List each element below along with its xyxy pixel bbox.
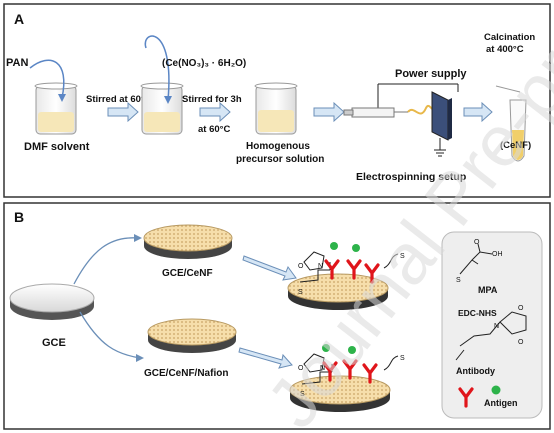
legend-edc-structure <box>455 311 527 361</box>
legend-antibody-label: Antibody <box>456 366 495 376</box>
cenf-label: (CeNF) <box>500 140 531 151</box>
homog-line2: precursor solution <box>236 154 324 165</box>
branch-arrow-up-head <box>134 234 142 242</box>
mol-o-1: O <box>298 263 304 270</box>
cerium-salt-label: (Ce(NO₃)₃ · 6H₂O) <box>162 58 246 69</box>
calcination-line1: Calcination <box>484 32 535 43</box>
flow-arrow-4 <box>463 101 493 123</box>
branch-arrow-down-head <box>136 354 144 362</box>
legend-o-ring2: O <box>518 339 524 346</box>
mol-s-1: S <box>298 289 303 296</box>
mol-s-2: S <box>400 253 405 260</box>
electrospinning-setup <box>343 83 459 157</box>
mol-o-2: O <box>298 365 304 372</box>
power-supply-label: Power supply <box>395 68 467 80</box>
legend-antigen-label: Antigen <box>484 398 518 408</box>
legend-o-top: O <box>474 239 480 246</box>
pan-pour-arrow <box>29 59 65 99</box>
calcination-line2: at 400°C <box>486 44 524 55</box>
branch-arrow-up <box>73 237 139 285</box>
mol-n-1: N <box>318 263 323 270</box>
legend-edc-label: EDC-NHS <box>458 308 497 318</box>
beaker-dmf <box>34 82 78 135</box>
legend-mpa-structure <box>459 243 493 275</box>
legend-mpa-label: MPA <box>478 285 498 295</box>
mol-s-3: S <box>300 391 305 398</box>
stirred-1-label: Stirred at 60°C <box>86 94 152 105</box>
gce-disc <box>9 283 95 320</box>
beaker-2 <box>140 82 184 135</box>
legend-n: N <box>494 323 499 330</box>
pan-arrow-head <box>58 94 66 102</box>
immunosensor-bottom <box>289 344 399 412</box>
flow-arrow-3 <box>313 101 345 123</box>
gce-cenf-nafion-label: GCE/CeNF/Nafion <box>144 368 228 379</box>
beaker-precursor <box>254 82 298 135</box>
legend-s: S <box>456 277 461 284</box>
mol-n-2: N <box>320 365 325 372</box>
flow-arrow-1 <box>107 101 139 123</box>
cerium-arrow-head <box>164 96 172 104</box>
gce-cenf-disc <box>143 224 233 259</box>
gce-cenf-label: GCE/CeNF <box>162 268 213 279</box>
legend-box <box>441 231 543 419</box>
legend-o-ring1: O <box>518 305 524 312</box>
homog-line1: Homogenous <box>246 141 310 152</box>
stirred-2-line2: at 60°C <box>198 124 230 135</box>
pan-label: PAN <box>6 57 28 69</box>
panel-b-label: B <box>14 209 24 225</box>
legend-oh: OH <box>492 251 503 258</box>
immunosensor-top <box>287 242 399 310</box>
panel-a-label: A <box>14 11 24 27</box>
transfer-arrow-2 <box>238 347 293 369</box>
gce-cenf-nafion-disc <box>147 318 237 353</box>
dmf-label: DMF solvent <box>24 141 90 153</box>
flow-arrow-2 <box>199 101 231 123</box>
electrospinning-label: Electrospinning setup <box>356 171 466 183</box>
cenf-tube <box>495 85 527 162</box>
stirred-2-line1: Stirred for 3h <box>182 94 242 105</box>
mol-s-4: S <box>400 355 405 362</box>
transfer-arrow-1 <box>242 255 297 281</box>
branch-arrow-down <box>79 311 141 359</box>
gce-label: GCE <box>42 337 66 349</box>
cerium-pour-arrow <box>144 35 170 101</box>
legend-antigen-icon <box>491 385 501 395</box>
